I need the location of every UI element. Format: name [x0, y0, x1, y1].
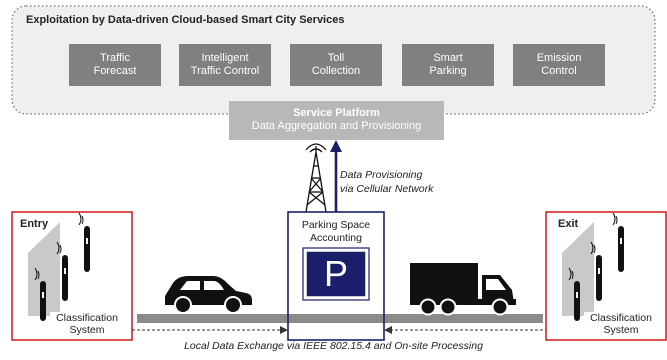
- provisioning-line-2: via Cellular Network: [340, 183, 434, 195]
- service-platform: Service Platform Data Aggregation and Pr…: [229, 101, 444, 140]
- entry-sensors: [34, 212, 90, 321]
- platform-title: Service Platform: [293, 107, 380, 119]
- entry-title: Entry: [20, 218, 49, 230]
- service-label: Intelligent Traffic Control: [190, 52, 260, 77]
- service-intelligent-traffic-control: Intelligent Traffic Control: [179, 44, 271, 86]
- platform-subtitle: Data Aggregation and Provisioning: [251, 120, 422, 132]
- exit-system-label: Classification System: [584, 312, 658, 336]
- exit-title: Exit: [558, 218, 579, 230]
- service-smart-parking: Smart Parking: [402, 44, 494, 86]
- parking-sign-letter: P: [323, 253, 348, 294]
- service-label: Smart Parking: [429, 52, 467, 77]
- car-icon: [165, 276, 252, 314]
- provisioning-line-1: Data Provisioning: [340, 169, 423, 181]
- service-label: Traffic Forecast: [93, 52, 137, 77]
- service-toll-collection: Toll Collection: [290, 44, 382, 86]
- entry-system-label: Classification System: [50, 312, 124, 336]
- service-traffic-forecast: Traffic Forecast: [69, 44, 161, 86]
- truck-icon: [410, 263, 516, 316]
- entry-coverage-wedge: [28, 222, 60, 316]
- cell-tower-icon: [305, 143, 327, 213]
- local-exchange-label: Local Data Exchange via IEEE 802.15.4 an…: [184, 340, 483, 352]
- road: [137, 314, 543, 323]
- service-label: Toll Collection: [311, 52, 361, 77]
- parking-title: Parking Space Accounting: [301, 219, 371, 244]
- provisioning-label: Data Provisioning via Cellular Network: [340, 168, 433, 196]
- parking-sign: [305, 250, 367, 298]
- exit-sensors: [568, 212, 624, 321]
- exit-coverage-wedge: [562, 222, 594, 316]
- cloud-title: Exploitation by Data-driven Cloud-based …: [26, 14, 345, 26]
- service-label: Emission Control: [536, 52, 582, 77]
- service-emission-control: Emission Control: [513, 44, 605, 86]
